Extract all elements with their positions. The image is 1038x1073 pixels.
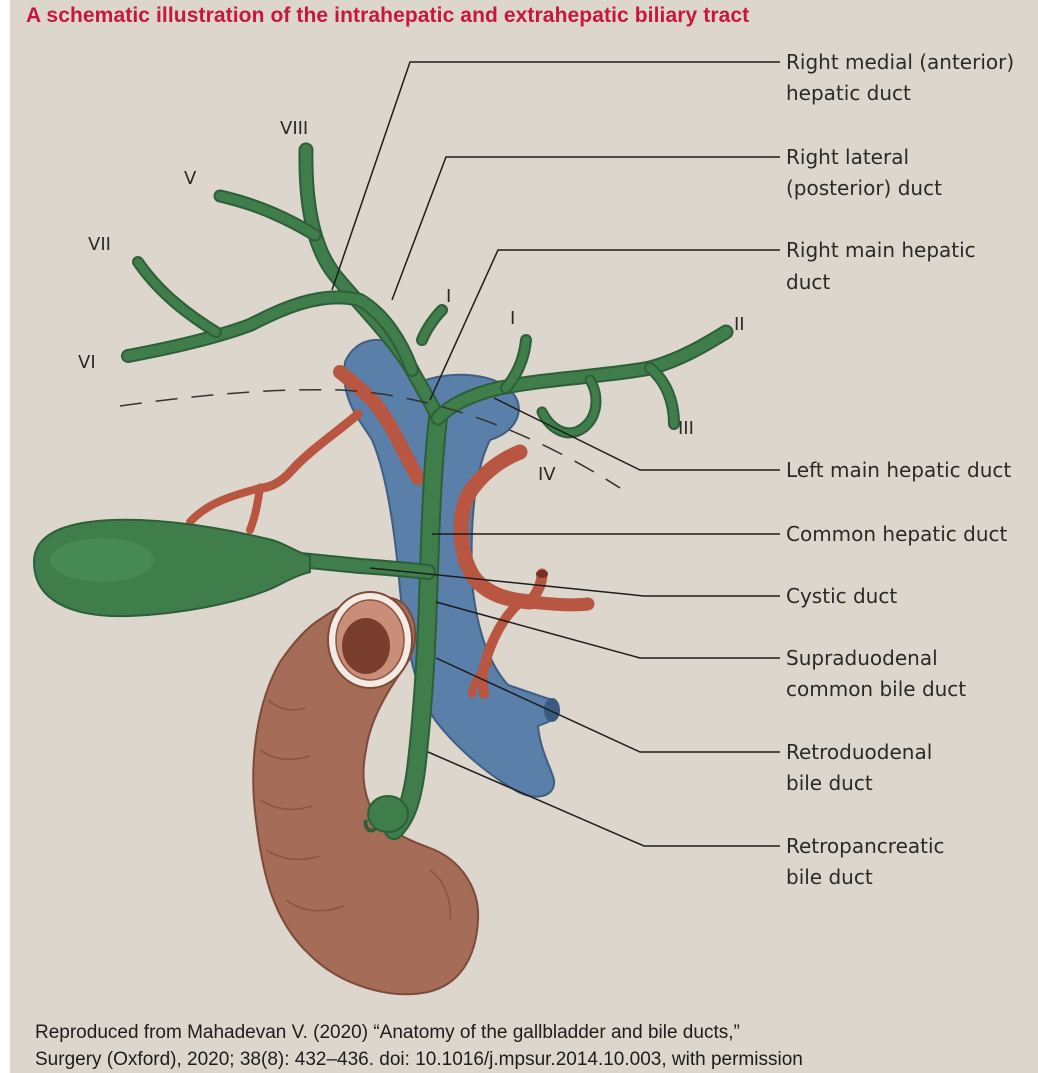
- right-lateral-duct-label-2: (posterior) duct: [786, 176, 942, 200]
- segment-i-right-label: I: [446, 286, 451, 307]
- segment-iv-label: IV: [538, 464, 556, 485]
- source-credit: Reproduced from Mahadevan V. (2020) “Ana…: [35, 1019, 803, 1073]
- segment-ii-label: II: [734, 314, 745, 335]
- segment-i-left-label: I: [510, 308, 515, 329]
- segment-viii-label: VIII: [280, 118, 308, 139]
- supraduodenal-duct-label-2: common bile duct: [786, 677, 966, 701]
- right-main-hepatic-duct-label: Right main hepatic: [786, 238, 976, 262]
- retropancreatic-duct-label-2: bile duct: [786, 865, 873, 889]
- left-main-hepatic-duct-label: Left main hepatic duct: [786, 458, 1011, 482]
- segment-iii-label: III: [678, 418, 694, 439]
- retroduodenal-duct-label: Retroduodenal: [786, 740, 932, 764]
- bile-ducts: [128, 150, 726, 830]
- right-medial-duct-label: Right medial (anterior): [786, 50, 1014, 74]
- gallbladder: [34, 520, 310, 616]
- credit-line: Surgery (Oxford), 2020; 38(8): 432–436. …: [35, 1046, 803, 1073]
- credit-line: Reproduced from Mahadevan V. (2020) “Ana…: [35, 1019, 803, 1046]
- retroduodenal-duct-label-2: bile duct: [786, 771, 873, 795]
- right-lateral-duct-label: Right lateral: [786, 145, 909, 169]
- biliary-tract-diagram: VIII V VII VI I I II III IV Right medial…: [10, 0, 1038, 1010]
- common-hepatic-duct-label: Common hepatic duct: [786, 522, 1007, 546]
- duct-labels: Right medial (anterior) hepatic duct Rig…: [786, 50, 1014, 889]
- supraduodenal-duct-label: Supraduodenal: [786, 646, 938, 670]
- cystic-duct-label: Cystic duct: [786, 584, 897, 608]
- right-main-hepatic-duct-label-2: duct: [786, 270, 830, 294]
- segment-v-label: V: [184, 168, 197, 189]
- segment-vii-label: VII: [88, 234, 111, 255]
- segment-vi-label: VI: [78, 352, 96, 373]
- figure-panel: A schematic illustration of the intrahep…: [10, 0, 1038, 1073]
- right-medial-duct-label-2: hepatic duct: [786, 81, 911, 105]
- retropancreatic-duct-label: Retropancreatic: [786, 834, 945, 858]
